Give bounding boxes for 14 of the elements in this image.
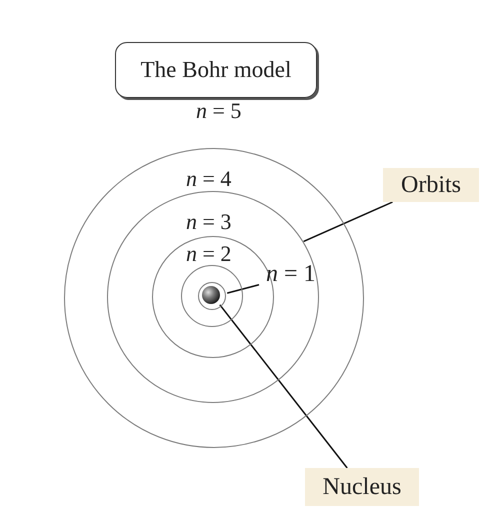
nucleus-sphere — [202, 286, 220, 304]
callout-label: Orbits — [383, 168, 479, 202]
orbit-label: n = 5 — [196, 100, 242, 122]
leader-line — [303, 201, 393, 242]
leader-line — [219, 304, 348, 468]
orbit-label: n = 4 — [186, 168, 232, 190]
orbit-circle — [181, 265, 244, 328]
orbit-circle — [107, 191, 320, 404]
orbit-circle — [64, 148, 364, 448]
orbit-label: n = 3 — [186, 211, 232, 233]
orbit-label: n = 2 — [186, 243, 232, 265]
title-box: The Bohr model — [115, 42, 317, 98]
orbit-circle — [198, 282, 226, 310]
callout-label: Nucleus — [305, 468, 419, 506]
